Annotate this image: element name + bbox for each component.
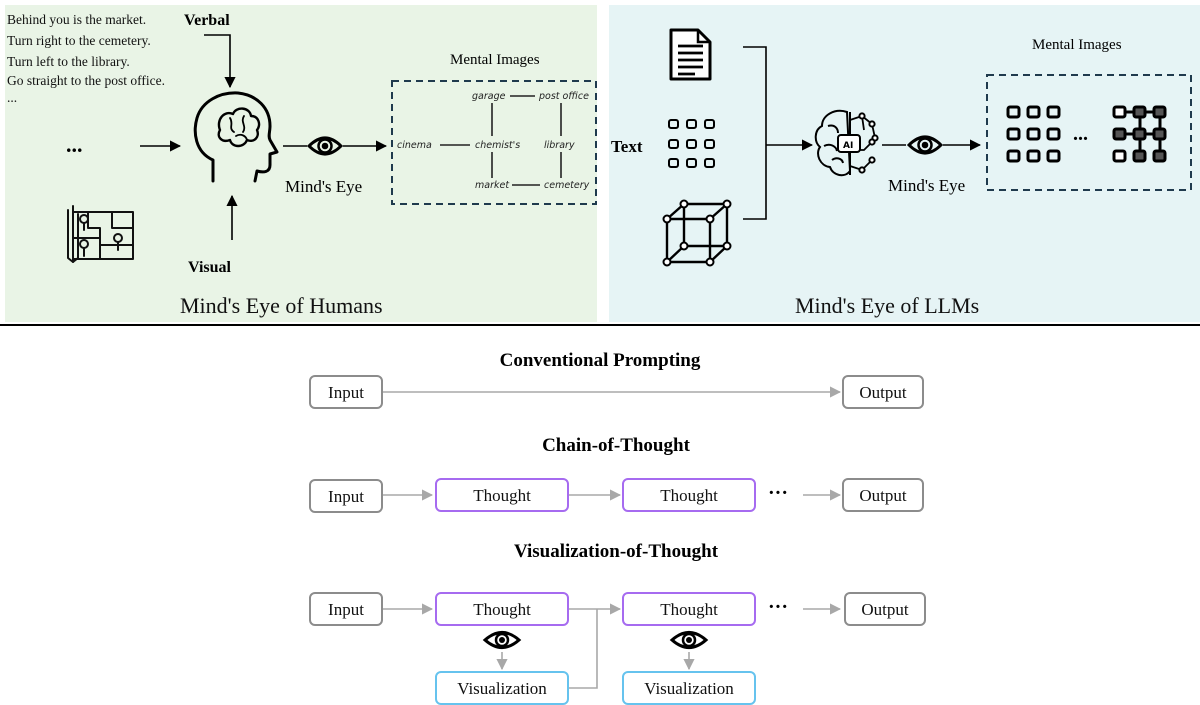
map-label-library: library: [544, 140, 575, 151]
humans-minds-eye-label: Mind's Eye: [285, 177, 362, 196]
mental-grid-plain: [1006, 105, 1061, 163]
llms-mental-ellipsis: ...: [1073, 123, 1088, 145]
humans-mental-images-box: [391, 80, 597, 205]
cot-thought-box-1: [435, 478, 569, 512]
map-icon: [67, 205, 134, 263]
inputs-bracket: [743, 46, 767, 220]
eye-icon: [306, 136, 344, 156]
map-label-cemetery: cemetery: [544, 180, 590, 191]
llms-minds-eye-label: Mind's Eye: [888, 176, 965, 195]
vot-output-label: Output: [861, 600, 909, 619]
verbal-instructions: Behind you is the market. Turn right to …: [7, 12, 165, 105]
vot-eye-icon-2: [669, 631, 709, 649]
grid-icon: [668, 119, 715, 168]
ai-brain-icon: [814, 109, 879, 177]
map-label-chemists: chemist's: [475, 140, 520, 151]
cot-thought-label-1: Thought: [473, 486, 531, 505]
vot-eye-icon-1: [482, 631, 522, 649]
conventional-input-label: Input: [328, 383, 364, 402]
vot-feedback-connector: [569, 609, 598, 689]
humans-mental-images-title: Mental Images: [450, 52, 540, 68]
instruction-line: Go straight to the post office.: [7, 73, 165, 88]
vot-visualization-box-1: [435, 671, 569, 705]
llms-caption: Mind's Eye of LLMs: [795, 293, 979, 318]
cot-thought-box-2: [622, 478, 756, 512]
cot-output-box: [842, 478, 924, 512]
map-label-post-office: post office: [538, 91, 589, 102]
vot-thought-label-1: Thought: [473, 600, 531, 619]
conventional-input-box: [309, 375, 383, 409]
vot-visualization-label-1: Visualization: [457, 679, 547, 698]
llms-mental-images-box: [986, 74, 1192, 191]
vot-input-label: Input: [328, 600, 364, 619]
humans-caption: Mind's Eye of Humans: [180, 293, 383, 318]
ai-chip-label: AI: [843, 141, 853, 151]
cot-output-label: Output: [859, 486, 907, 505]
vot-input-box: [309, 592, 383, 626]
map-label-garage: garage: [472, 91, 506, 102]
map-label-cinema: cinema: [397, 140, 432, 151]
text-label: Text: [611, 137, 643, 156]
vot-ellipsis: ···: [768, 596, 788, 618]
vot-thought-label-2: Thought: [660, 600, 718, 619]
visual-label: Visual: [188, 259, 232, 276]
instruction-line: ...: [7, 90, 17, 105]
mental-map: garage post office cinema chemist's libr…: [397, 91, 590, 191]
llm-eye-icon: [906, 135, 944, 155]
vot-thought-box-2: [622, 592, 756, 626]
verbal-arrow: [204, 34, 236, 89]
cot-input-box: [309, 479, 383, 513]
instruction-line: Turn left to the library.: [7, 54, 130, 69]
mental-grid-path: [1112, 105, 1167, 163]
map-label-market: market: [475, 180, 510, 191]
cot-ellipsis: ···: [768, 482, 788, 504]
llms-mental-images-title: Mental Images: [1032, 37, 1122, 53]
instruction-line: Turn right to the cemetery.: [7, 33, 151, 48]
document-icon: [669, 28, 712, 81]
cot-input-label: Input: [328, 487, 364, 506]
instruction-line: Behind you is the market.: [7, 12, 146, 27]
cot-thought-label-2: Thought: [660, 486, 718, 505]
conventional-output-box: [842, 375, 924, 409]
vot-visualization-box-2: [622, 671, 756, 705]
conventional-output-label: Output: [859, 383, 907, 402]
humans-ellipsis: ...: [66, 132, 83, 157]
vot-thought-box-1: [435, 592, 569, 626]
head-brain-icon: [193, 91, 279, 183]
cot-title: Chain-of-Thought: [542, 435, 690, 456]
conventional-title: Conventional Prompting: [500, 350, 701, 371]
vot-title: Visualization-of-Thought: [514, 541, 719, 562]
vot-visualization-label-2: Visualization: [644, 679, 734, 698]
humans-panel: [5, 5, 597, 322]
cube-icon: [662, 199, 732, 267]
verbal-label: Verbal: [184, 12, 230, 29]
vot-output-box: [844, 592, 926, 626]
